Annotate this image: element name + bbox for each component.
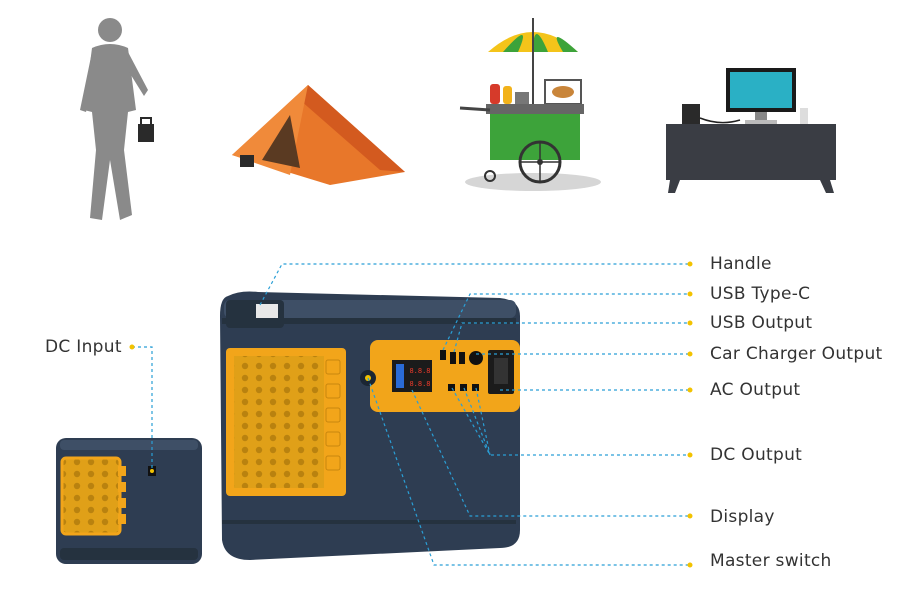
desk-computer-icon	[666, 68, 836, 193]
callout-handle: Handle	[710, 254, 772, 274]
car-charger-port[interactable]	[469, 351, 483, 365]
display-readout-bottom: 8.8.8	[409, 380, 430, 388]
leader-lines	[132, 263, 690, 566]
callout-master-switch: Master switch	[710, 551, 832, 571]
callout-display: Display	[710, 507, 775, 527]
callout-usb-type-c: USB Type-C	[710, 284, 811, 304]
tent-icon	[232, 85, 405, 185]
callout-usb-output: USB Output	[710, 313, 813, 333]
dc-output-port[interactable]	[448, 384, 455, 391]
callout-car-charger-output: Car Charger Output	[710, 344, 883, 364]
usb-output-port[interactable]	[450, 352, 456, 364]
leader-dots	[129, 261, 693, 568]
callout-dc-output: DC Output	[710, 445, 803, 465]
usb-type-c-port[interactable]	[440, 350, 446, 360]
food-cart-icon	[459, 18, 601, 191]
small-power-station	[56, 438, 202, 564]
main-power-station: 8.8.8 8.8.8	[220, 291, 520, 560]
person-carrying-icon	[80, 18, 154, 220]
callout-dc-input: DC Input	[45, 337, 122, 357]
display-readout-top: 8.8.8	[409, 367, 430, 375]
callout-ac-output: AC Output	[710, 380, 801, 400]
